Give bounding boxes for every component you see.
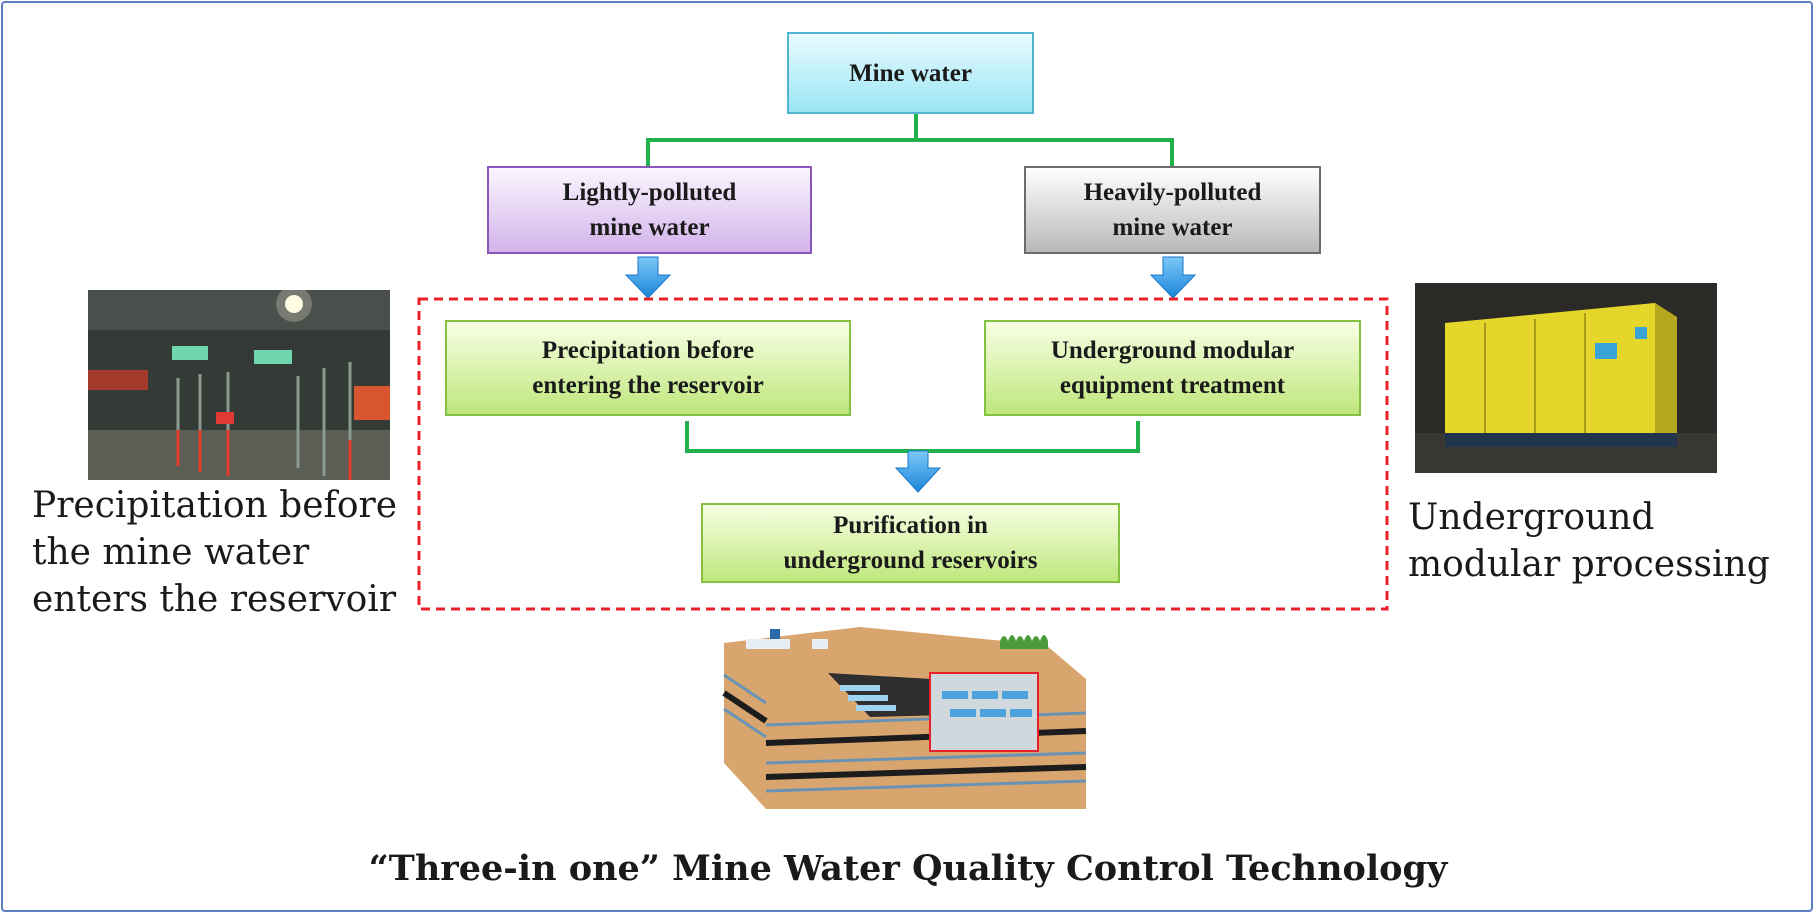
- root-branch-connector-right: [916, 138, 1174, 166]
- down-arrow-icon: [624, 256, 672, 299]
- modular-equipment-photo: [1415, 283, 1717, 473]
- lightly-polluted-box: Lightly-polluted mine water: [487, 166, 812, 254]
- left-photo-caption: Precipitation before the mine water ente…: [32, 485, 398, 620]
- heavily-polluted-box: Heavily-polluted mine water: [1024, 166, 1321, 254]
- underground-reservoir-illustration: [710, 613, 1110, 818]
- modular-treatment-box: Underground modular equipment treatment: [984, 320, 1361, 416]
- slide-title: “Three-in one” Mine Water Quality Contro…: [368, 848, 1448, 889]
- precipitation-photo: [88, 290, 390, 480]
- merge-connector: [685, 421, 1140, 453]
- root-branch-connector: [646, 113, 918, 166]
- purification-box: Purification in underground reservoirs: [701, 503, 1120, 583]
- precipitation-box: Precipitation before entering the reserv…: [445, 320, 851, 416]
- down-arrow-icon: [894, 450, 942, 493]
- dashed-treatment-region: [417, 297, 1389, 611]
- mine-water-box: Mine water: [787, 32, 1034, 114]
- down-arrow-icon: [1149, 256, 1197, 299]
- right-photo-caption: Underground modular processing: [1408, 497, 1770, 585]
